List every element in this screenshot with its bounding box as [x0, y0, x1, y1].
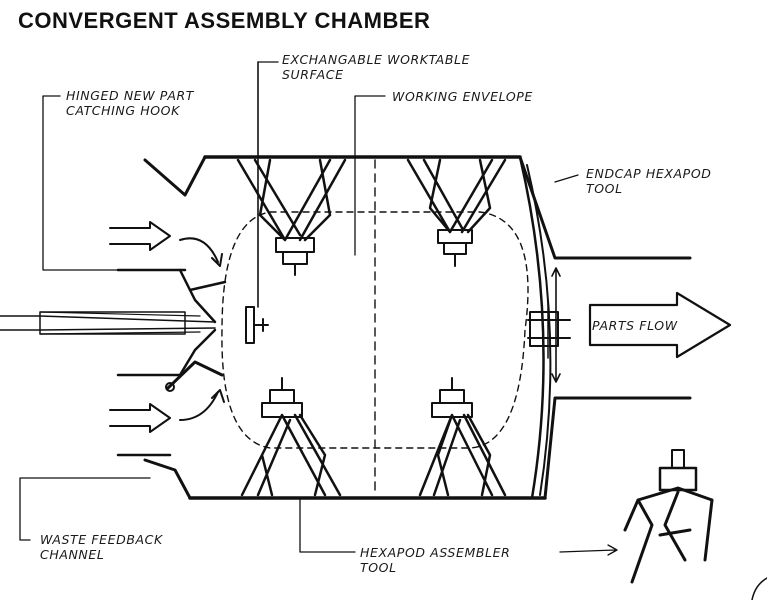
label-line: EXCHANGABLE WORKTABLE — [282, 52, 471, 67]
label-line: ENDCAP HEXAPOD — [586, 166, 712, 181]
label-parts-flow: PARTS FLOW — [592, 318, 678, 333]
label-exchangable-worktable: EXCHANGABLE WORKTABLE SURFACE — [282, 52, 470, 82]
paper-corner — [751, 577, 767, 600]
label-hinged-hook: HINGED NEW PART CATCHING HOOK — [66, 88, 194, 118]
upper-hexapod-left — [236, 158, 347, 276]
label-hexapod-assembler: HEXAPOD ASSEMBLER TOOL — [360, 545, 510, 575]
lower-hexapod-right — [418, 377, 507, 497]
hinged-hooks — [165, 268, 227, 392]
upper-hexapod-right — [406, 158, 507, 267]
label-line: TOOL — [360, 560, 397, 575]
hexapod-detail-sketch — [623, 449, 714, 584]
diagram-title: CONVERGENT ASSEMBLY CHAMBER — [18, 8, 431, 33]
label-line: HEXAPOD ASSEMBLER — [360, 545, 511, 560]
feed-rod — [0, 306, 269, 344]
parts-flow-arrow — [588, 291, 732, 359]
label-line: WASTE FEEDBACK — [40, 532, 163, 547]
label-working-envelope: WORKING ENVELOPE — [392, 89, 533, 104]
label-line: TOOL — [586, 181, 623, 196]
label-line: CATCHING HOOK — [66, 103, 180, 118]
working-envelope-outline — [221, 211, 529, 449]
label-line: HINGED NEW PART — [66, 88, 194, 103]
label-waste-feedback: WASTE FEEDBACK CHANNEL — [40, 532, 163, 562]
label-line: SURFACE — [282, 67, 344, 82]
label-endcap-hexapod: ENDCAP HEXAPOD TOOL — [586, 166, 711, 196]
leader-lines — [19, 61, 618, 556]
endcap-hexapod — [527, 267, 571, 383]
inlet-channels — [109, 221, 225, 457]
lower-hexapod-left — [240, 377, 342, 497]
label-line: CHANNEL — [40, 547, 105, 562]
